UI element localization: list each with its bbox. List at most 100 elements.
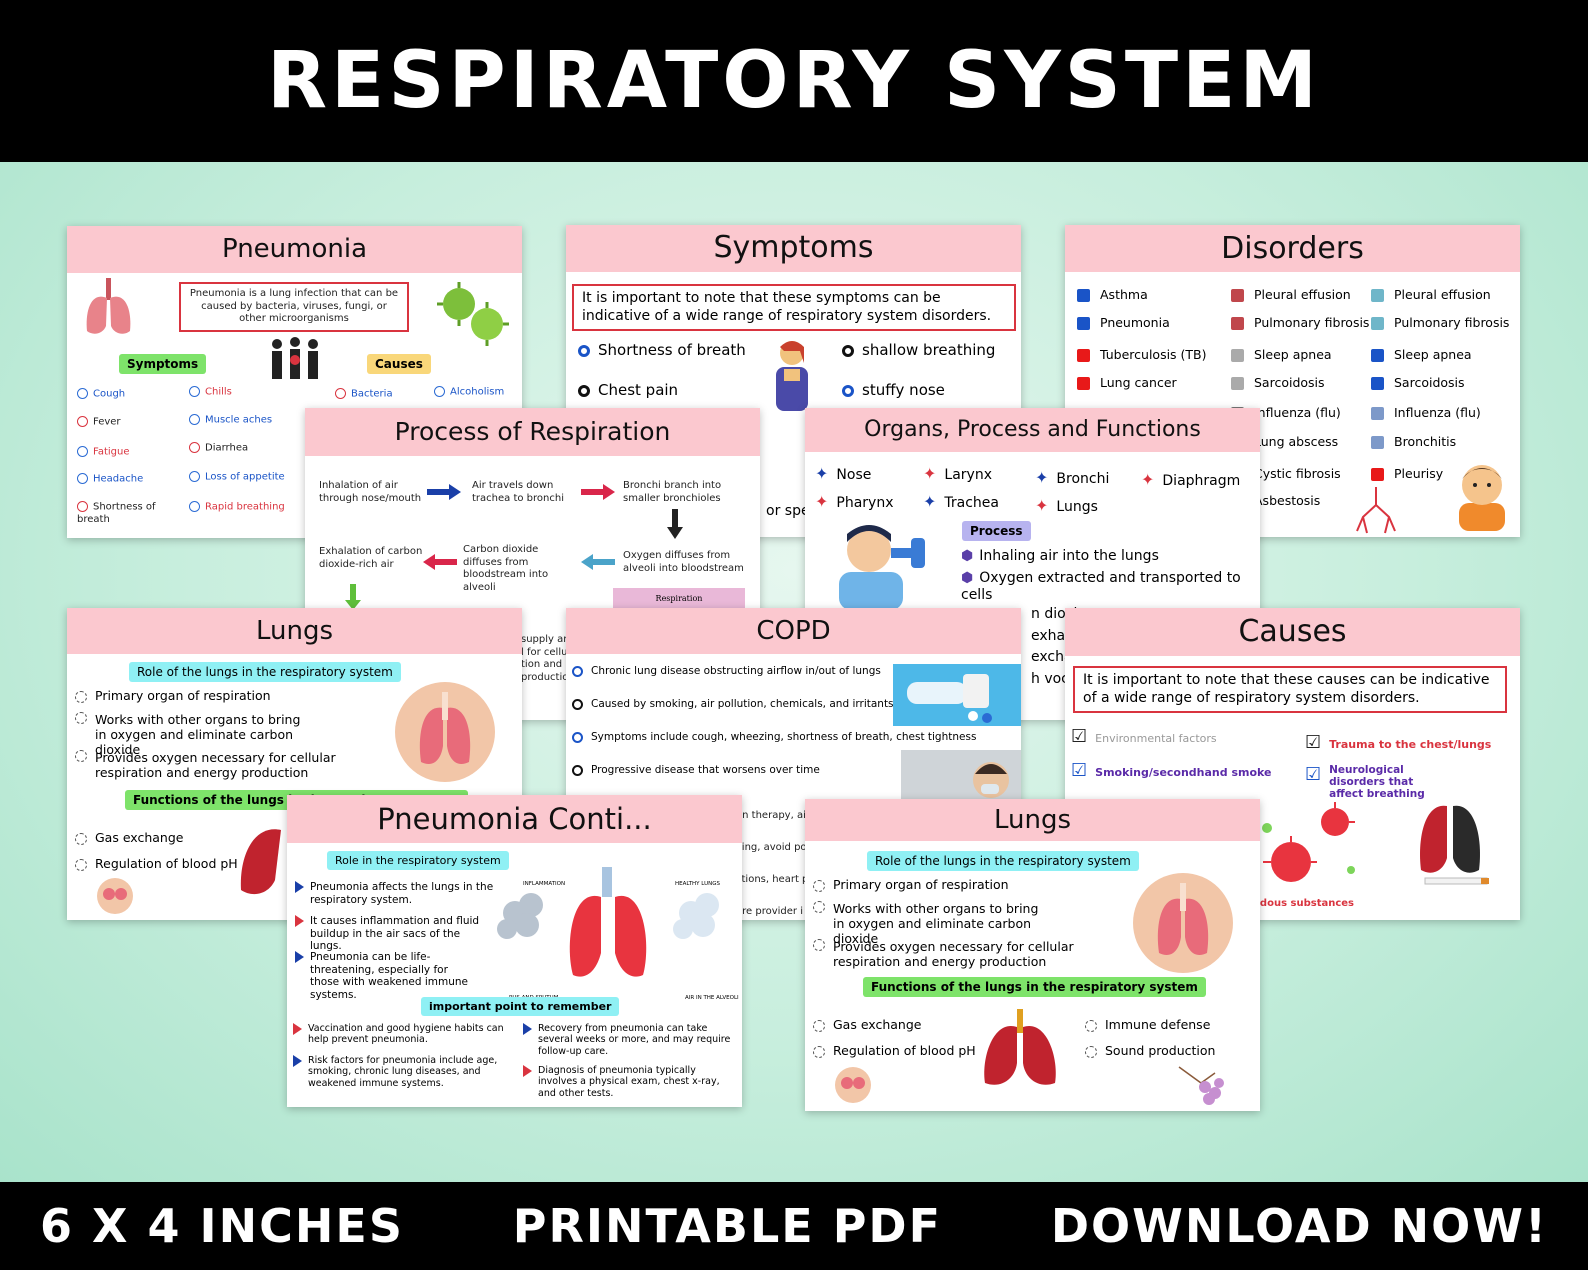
list-item: Pleural effusion	[1371, 287, 1509, 315]
ring-bullet-icon	[813, 901, 825, 913]
inhaler-person-icon	[835, 520, 951, 614]
people-icon	[267, 336, 323, 386]
disorders-col-1: Asthma Pneumonia Tuberculosis (TB) Lung …	[1077, 287, 1207, 390]
organ-item: ✦Larynx	[923, 464, 992, 483]
list-item: Works with other organs to bring in oxyg…	[813, 901, 1133, 946]
ring-bullet-icon	[75, 712, 87, 724]
list-item: Tuberculosis (TB)	[1077, 347, 1207, 375]
square-bullet-icon	[1231, 377, 1244, 390]
ring-bullet-icon	[75, 690, 87, 703]
diagram-label: HEALTHY LUNGS	[675, 881, 720, 887]
lungs-illustration	[393, 680, 497, 788]
list-item: Chills	[189, 386, 285, 414]
square-bullet-icon	[1231, 349, 1244, 362]
arrow-left-icon	[581, 554, 615, 574]
list-item: Gas exchange	[813, 1017, 921, 1032]
check-icon	[189, 471, 200, 482]
organ-item: ✦Lungs	[1035, 496, 1098, 515]
triangle-bullet-icon	[295, 951, 304, 963]
arrow-down-icon	[345, 584, 361, 614]
role-label: Role of the lungs in the respiratory sys…	[129, 662, 401, 682]
card-lungs-2: Lungs Role of the lungs in the respirato…	[805, 799, 1260, 1111]
download-cta[interactable]: DOWNLOAD NOW!	[1050, 1199, 1548, 1253]
star-icon: ✦	[923, 464, 937, 483]
square-bullet-icon	[1371, 317, 1384, 330]
lungs-illustration	[1131, 871, 1235, 979]
arrow-down-icon	[667, 509, 683, 543]
list-item: Vaccination and good hygiene habits can …	[293, 1023, 511, 1055]
organ-item: ✦Trachea	[923, 492, 999, 511]
check-icon: ☑	[1071, 726, 1088, 747]
role-label: Role of the lungs in the respiratory sys…	[867, 851, 1139, 871]
roles-list: Pneumonia affects the lungs in the respi…	[295, 881, 495, 1001]
star-icon: ✦	[815, 492, 829, 511]
note-box: It is important to note that these sympt…	[572, 284, 1016, 331]
list-item: Immune defense	[1085, 1017, 1210, 1032]
check-icon: ☑	[1071, 760, 1088, 781]
list-item: Regulation of blood pH	[813, 1043, 976, 1058]
step-4: Oxygen diffuses from alveoli into bloods…	[623, 550, 744, 574]
list-item: Primary organ of respiration	[813, 877, 1133, 901]
check-icon	[77, 446, 88, 457]
check-icon: ☑	[1305, 732, 1322, 753]
step-1: Inhalation of air through nose/mouth	[319, 480, 422, 504]
card-title: Pneumonia	[67, 226, 522, 273]
list-item: Cough	[77, 388, 167, 416]
important-label: important point to remember	[421, 997, 620, 1016]
arrow-left-icon	[423, 554, 457, 574]
square-bullet-icon	[1371, 468, 1384, 481]
sick-child-icon	[1449, 455, 1515, 535]
list-item: Fatigue	[77, 446, 167, 473]
bullet-icon	[572, 698, 583, 710]
list-item: shallow breathing	[842, 341, 995, 359]
process-item: ⬢Oxygen extracted and transported to cel…	[961, 570, 1241, 603]
doctor-icon	[825, 1061, 881, 1109]
diagram-label: AIR IN THE ALVEOLI	[685, 995, 739, 1001]
left-list: Vaccination and good hygiene habits can …	[293, 1023, 511, 1089]
partial-text: rdous substances	[1255, 898, 1355, 909]
partial-text: or spec	[766, 503, 818, 519]
list-item: Pneumonia	[1077, 315, 1207, 347]
square-bullet-icon	[1077, 317, 1090, 330]
symptoms-col-2: Chills Muscle aches Diarrhea Loss of app…	[189, 386, 285, 514]
step-3: Bronchi branch into smaller bronchioles	[623, 480, 722, 504]
top-banner: RESPIRATORY SYSTEM	[0, 0, 1588, 162]
check-icon	[189, 386, 200, 397]
list-item: Chronic lung disease obstructing airflow…	[572, 665, 881, 677]
check-icon	[189, 442, 200, 453]
triangle-bullet-icon	[295, 881, 304, 893]
bullet-icon	[842, 384, 854, 397]
card-title: Causes	[1065, 608, 1520, 656]
list-item: Sleep apnea	[1231, 347, 1369, 375]
right-list: Recovery from pneumonia can take several…	[523, 1023, 735, 1099]
list-item: Diagnosis of pneumonia typically involve…	[523, 1065, 735, 1099]
lungs-icon	[81, 276, 136, 342]
preview-stage: Pneumonia Pneumonia is a lung infection …	[0, 162, 1588, 1182]
list-item: Provides oxygen necessary for cellular r…	[813, 939, 1133, 969]
list-item: Sleep apnea	[1371, 347, 1509, 375]
star-icon: ✦	[815, 464, 829, 483]
list-item: Progressive disease that worsens over ti…	[572, 764, 820, 776]
card-title: COPD	[566, 608, 1021, 654]
square-bullet-icon	[1371, 407, 1384, 420]
triangle-bullet-icon	[523, 1065, 532, 1077]
bullet-icon	[572, 665, 583, 677]
list-item: Sarcoidosis	[1231, 375, 1369, 405]
list-item: Loss of appetite	[189, 471, 285, 501]
step-6: Exhalation of carbon dioxide-rich air	[319, 546, 423, 570]
bullet-icon	[572, 764, 583, 776]
list-item: Works with other organs to bring in oxyg…	[75, 712, 395, 757]
symptoms-col-1: Cough Fever Fatigue Headache Shortness o…	[77, 388, 167, 527]
disorders-col-3: Pleural effusion Pulmonary fibrosis Slee…	[1371, 287, 1509, 481]
check-icon	[77, 501, 88, 512]
ring-bullet-icon	[75, 750, 87, 762]
list-item: Rapid breathing	[189, 501, 285, 514]
step-5: Carbon dioxide diffuses from bloodstream…	[463, 544, 549, 593]
functions-label: Functions of the lungs in the respirator…	[863, 977, 1206, 997]
check-icon	[335, 388, 346, 399]
square-bullet-icon	[1371, 349, 1384, 362]
list-item: Shortness of breath	[578, 341, 746, 359]
page-title: RESPIRATORY SYSTEM	[267, 36, 1321, 126]
card-title: Organs, Process and Functions	[805, 408, 1260, 452]
arrow-right-icon	[427, 484, 461, 504]
